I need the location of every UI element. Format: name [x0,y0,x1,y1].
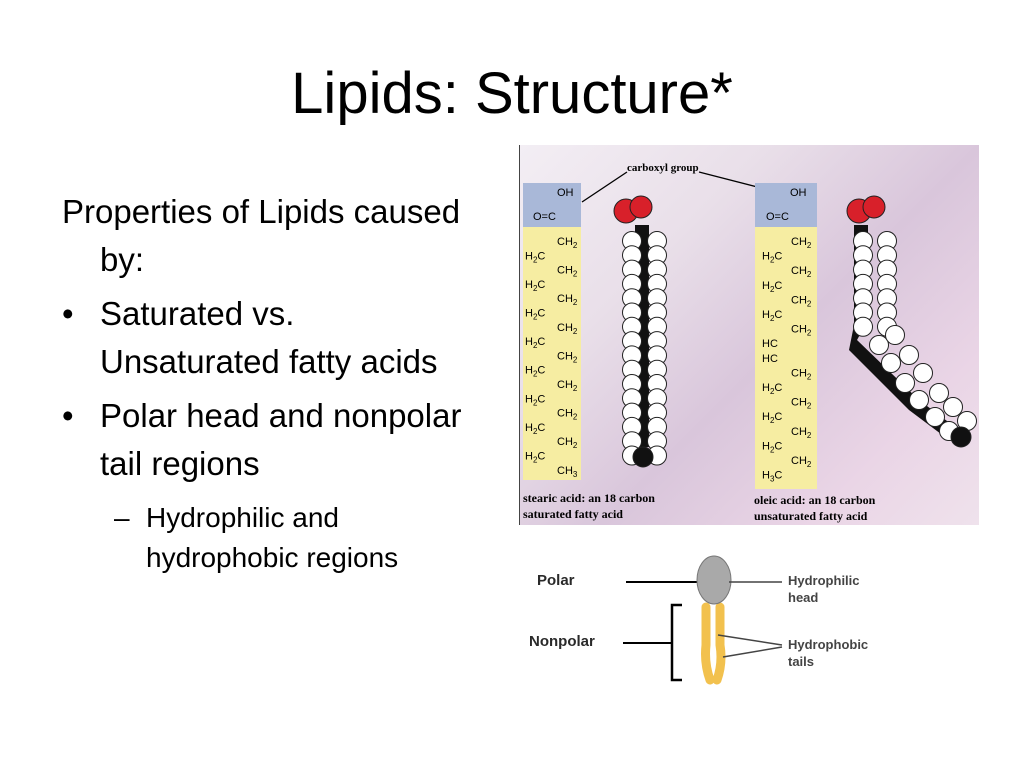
slide-title: Lipids: Structure* [291,61,733,126]
chain-formula-12: H2C [762,411,782,425]
chain-formula-7: H2C [525,336,545,350]
hydrogen-atom [881,353,901,373]
sub-bullet-regions: – Hydrophilic and hydrophobic regions [114,498,482,578]
hydrophobic-label-line2: tails [788,654,815,669]
stearic-chain-formula: CH2H2CCH2H2CCH2H2CCH2H2CCH2H2CCH2H2CCH2H… [525,236,578,479]
oxygen-atom [862,195,886,219]
carbon-atom [950,426,972,448]
chain-formula-3: H2C [762,280,782,294]
membrane-lipid-diagram [623,555,783,685]
hydrophilic-label-line2: head [788,590,819,605]
chain-formula-11: CH2 [791,397,812,411]
oxygen-atom [629,195,653,219]
slide-body: Properties of Lipids caused by: • Satura… [62,188,482,578]
bullet-text: Polar head and nonpolar tail regions [100,397,462,482]
chain-formula-3: H2C [525,279,545,293]
bullet-saturated: • Saturated vs. Unsaturated fatty acids [62,290,482,386]
stearic-carbonyl: O=C [533,211,556,223]
hydrophilic-head-label: Hydrophilic head [788,572,860,606]
oleic-molecule-model [846,195,977,448]
bullet-glyph: • [62,295,74,332]
chain-formula-1: H2C [525,250,545,264]
chain-formula-0: CH2 [791,236,812,250]
hydrogen-atom [899,345,919,365]
chain-formula-5: H2C [525,308,545,322]
chain-formula-1: H2C [762,251,782,265]
oleic-caption-line2: unsaturated fatty acid [754,509,868,523]
hydrophobic-tails-label: Hydrophobic tails [788,636,868,670]
sub-bullet-glyph: – [114,502,130,533]
hydrogen-atom [895,373,915,393]
oleic-chain-formula: CH2H2CCH2H2CCH2H2CCH2HCHCCH2H2CCH2H2CCH2… [762,236,812,484]
stearic-caption-line1: stearic acid: an 18 carbon [523,491,655,505]
chain-formula-16: CH3 [557,465,578,479]
hydrogen-atom [869,335,889,355]
chain-formula-4: CH2 [557,293,578,307]
chain-formula-2: CH2 [791,265,812,279]
hydrogen-atom [885,325,905,345]
hydrogen-atom [909,390,929,410]
hydrophobic-tail [712,602,726,685]
hydrogen-atom [929,383,949,403]
fatty-acid-diagram: carboxyl group OH O=C CH2H2CCH2H2CCH2H2C… [519,145,977,525]
chain-formula-8: CH2 [557,350,578,364]
carboxyl-box [755,183,817,227]
hydrogen-atom [913,363,933,383]
oleic-caption-line1: oleic acid: an 18 carbon [754,493,876,507]
chain-formula-0: CH2 [557,236,578,250]
nonpolar-label: Nonpolar [529,633,595,650]
hydrophilic-label-line1: Hydrophilic [788,573,860,588]
chain-formula-7: HC [762,338,778,350]
hydrogen-atom [853,316,873,337]
chain-formula-16: H3C [762,470,782,484]
chain-formula-6: CH2 [557,322,578,336]
carbon-atom [632,446,654,468]
chain-formula-10: CH2 [557,379,578,393]
chain-formula-4: CH2 [791,294,812,308]
chain-formula-14: CH2 [557,436,578,450]
sub-bullet-text: Hydrophilic and hydrophobic regions [146,502,399,573]
chain-formula-9: CH2 [791,367,812,381]
carboxyl-box [523,183,581,227]
polar-head [696,555,732,605]
stearic-caption-line2: saturated fatty acid [523,507,623,521]
chain-box [755,227,817,489]
stearic-oh: OH [557,187,574,199]
chain-formula-11: H2C [525,393,545,407]
chain-formula-12: CH2 [557,408,578,422]
intro-text: Properties of Lipids caused by: [62,193,461,278]
chain-box [523,227,581,480]
chain-formula-5: H2C [762,309,782,323]
chain-formula-2: CH2 [557,265,578,279]
chain-formula-10: H2C [762,382,782,396]
chain-formula-9: H2C [525,365,545,379]
chain-formula-14: H2C [762,440,782,454]
chain-formula-8: HC [762,353,778,365]
bullet-glyph: • [62,397,74,434]
polar-nonpolar-figure: Polar Nonpolar Hydrophilic head Hydropho… [520,545,920,695]
hydrophobic-tail [701,602,715,685]
hydrophobic-label-line1: Hydrophobic [788,637,869,652]
bullet-polar-head: • Polar head and nonpolar tail regions [62,392,482,488]
bullet-text: Saturated vs. Unsaturated fatty acids [100,295,438,380]
chain-formula-13: CH2 [791,426,812,440]
hydrogen-atom [925,407,945,427]
oleic-oh: OH [790,187,807,199]
chain-formula-6: CH2 [791,324,812,338]
oleic-carbonyl: O=C [766,211,789,223]
hydrogen-atom [943,397,963,417]
chain-formula-15: H2C [525,451,545,465]
polar-label: Polar [537,572,575,589]
stearic-molecule-model [613,195,667,468]
chain-formula-13: H2C [525,422,545,436]
chain-formula-15: CH2 [791,455,812,469]
carboxyl-pointer-line [581,171,628,203]
carboxyl-label: carboxyl group [627,162,699,174]
